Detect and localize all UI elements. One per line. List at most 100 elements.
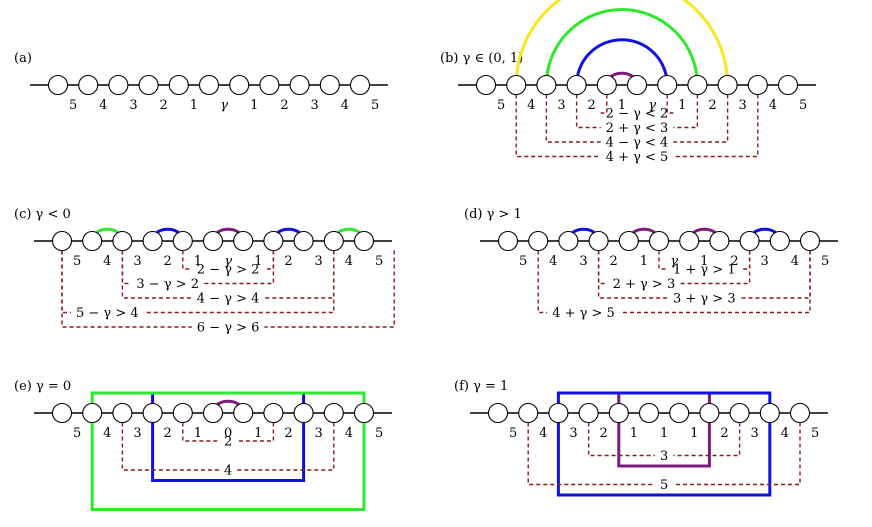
site-label: 2: [160, 98, 168, 113]
site-node: [548, 402, 569, 424]
constraint-bracket: 2: [182, 422, 275, 450]
site-label: 4: [103, 426, 111, 441]
site-label: 3: [751, 426, 759, 441]
site-label: 3: [129, 98, 137, 113]
site-node: [608, 402, 629, 424]
constraint-label: 5 − γ > 4: [76, 306, 139, 321]
site-node: [558, 230, 579, 252]
site-node: [475, 74, 497, 96]
site-node: [349, 74, 371, 96]
site-label: 2: [720, 426, 728, 441]
coupling-box-green: [90, 391, 366, 511]
site-node: [709, 230, 730, 252]
site-label: 4: [345, 426, 353, 441]
site-label: 2: [588, 98, 596, 113]
site-label: 5: [821, 254, 829, 269]
site-label: 4: [791, 254, 799, 269]
constraint-label: 4 + γ < 5: [606, 150, 669, 165]
site-node: [202, 402, 224, 424]
constraint-bracket: 4 + γ < 5: [515, 94, 759, 165]
site-node: [172, 230, 193, 252]
site-node: [679, 230, 700, 252]
site-node: [699, 402, 720, 424]
panel-label: (e) γ = 0: [14, 379, 71, 394]
site-node: [506, 74, 527, 96]
site-label: γ: [648, 98, 656, 113]
site-label: 5: [519, 254, 527, 269]
site-node: [82, 402, 103, 424]
constraint-label: 3: [660, 449, 668, 464]
site-label: 1: [618, 98, 626, 113]
pairing-arc-green: [544, 8, 699, 86]
site-label: 2: [164, 254, 172, 269]
constraint-bracket: 5: [527, 422, 801, 493]
site-label: 5: [811, 426, 819, 441]
site-label: 1: [190, 98, 198, 113]
site-node: [648, 230, 670, 252]
site-node: [142, 230, 163, 252]
site-label: 1: [678, 98, 686, 113]
constraint-label: 3 + γ > 3: [673, 292, 736, 307]
site-label: 5: [73, 254, 81, 269]
site-node: [769, 230, 790, 252]
site-node: [229, 74, 250, 96]
site-label: 1: [660, 426, 668, 441]
site-node: [789, 402, 811, 424]
site-node: [289, 74, 310, 96]
site-label: 1: [194, 426, 202, 441]
site-node: [51, 402, 73, 424]
site-node: [263, 402, 284, 424]
site-node: [319, 74, 340, 96]
site-node: [323, 230, 344, 252]
site-node: [233, 402, 254, 424]
panel-d: (d) γ > 1 1 + γ > 12 + γ > 33 + γ > 3 4 + …: [464, 207, 838, 321]
constraint-label: 2 + γ > 3: [613, 277, 676, 292]
site-label: 1: [194, 254, 202, 269]
panel-label: (d) γ > 1: [464, 207, 522, 222]
site-label: 4: [769, 98, 777, 113]
site-node: [168, 74, 189, 96]
site-label: γ: [220, 98, 228, 113]
site-label: 3: [761, 254, 769, 269]
site-node: [566, 74, 587, 96]
site-label: 3: [569, 426, 577, 441]
site-label: 1: [630, 426, 638, 441]
site-label: 4: [527, 98, 535, 113]
site-label: 2: [708, 98, 716, 113]
site-label: 4: [99, 98, 107, 113]
site-label: γ: [224, 254, 232, 269]
site-label: 4: [345, 254, 353, 269]
site-label: 4: [539, 426, 547, 441]
site-label: 5: [375, 254, 383, 269]
site-label: 3: [133, 426, 141, 441]
constraint-bracket: 2 − γ < 2: [600, 94, 674, 122]
constraint-label: 2: [224, 435, 232, 450]
site-node: [259, 74, 280, 96]
site-node: [528, 230, 549, 252]
site-node: [747, 74, 768, 96]
site-label: 4: [549, 254, 557, 269]
site-label: 3: [315, 426, 323, 441]
site-label: 3: [739, 98, 747, 113]
site-label: 5: [69, 98, 77, 113]
site-node: [323, 402, 344, 424]
constraint-label: 4: [224, 464, 232, 479]
constraint-label: 4 + γ > 5: [552, 306, 615, 321]
site-node: [112, 230, 133, 252]
site-label: 5: [375, 426, 383, 441]
site-label: 4: [781, 426, 789, 441]
site-label: 3: [579, 254, 587, 269]
site-label: 2: [730, 254, 738, 269]
constraint-label: 1 + γ > 1: [673, 263, 736, 278]
site-node: [669, 402, 690, 424]
site-label: 4: [341, 98, 349, 113]
site-node: [739, 230, 760, 252]
constraint-bracket: 1 + γ > 1: [658, 250, 751, 278]
site-node: [138, 74, 159, 96]
constraint-bracket: 4: [121, 422, 335, 479]
site-node: [777, 74, 799, 96]
site-label: 3: [315, 254, 323, 269]
